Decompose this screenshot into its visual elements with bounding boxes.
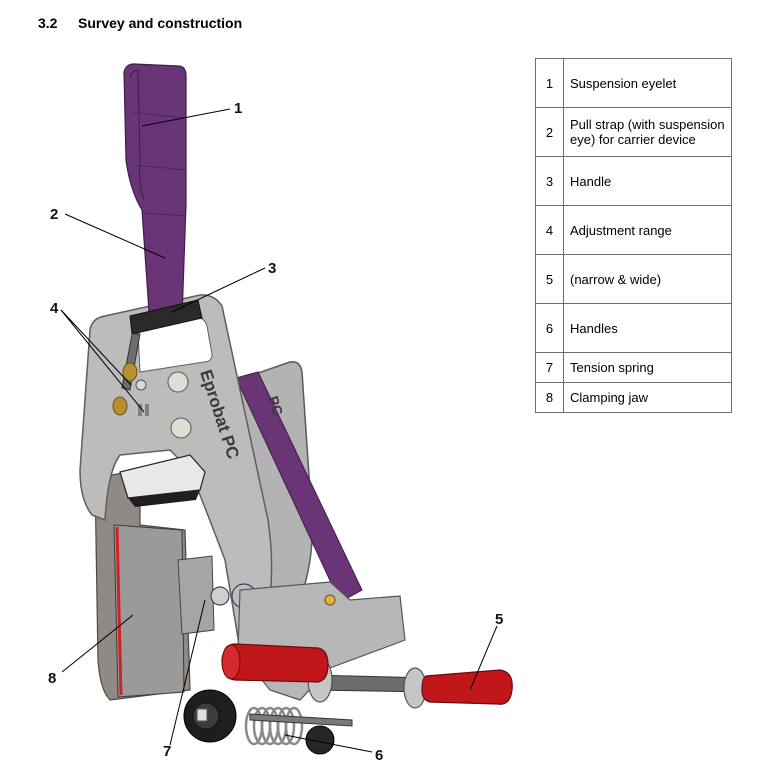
upper-jaw-block	[119, 454, 206, 499]
hex-bolt	[170, 417, 192, 439]
legend-label: Adjustment range	[563, 205, 732, 255]
clamping-jaw-pad	[113, 524, 185, 698]
legend-label: Clamping jaw	[563, 382, 732, 413]
tension-spring	[244, 706, 304, 746]
callout-8: 8	[48, 670, 56, 687]
legend-number: 5	[535, 254, 564, 304]
legend-row: 1 Suspension eyelet	[535, 58, 732, 108]
legend-number: 6	[535, 303, 564, 353]
adjust-pin	[135, 379, 147, 391]
callout-4: 4	[50, 300, 59, 317]
section-title: Survey and construction	[78, 15, 243, 31]
legend-number: 4	[535, 205, 564, 255]
rear-wheel	[305, 725, 335, 755]
legend-row: 8 Clamping jaw	[535, 382, 732, 413]
upper-jaw-shadow	[128, 490, 200, 507]
strap-seam	[141, 212, 187, 217]
legend-table: 1 Suspension eyelet 2 Pull strap (with s…	[535, 58, 732, 413]
rear-plate-engraving: PC	[265, 394, 286, 417]
legend-number: 7	[535, 352, 564, 383]
suspension-eyelet-inner	[129, 69, 145, 201]
section-number: 3.2	[38, 15, 58, 31]
legend-number: 2	[535, 107, 564, 157]
callout-2: 2	[50, 206, 58, 223]
section-heading: 3.2 Survey and construction	[38, 15, 242, 31]
spring-bolt	[210, 586, 230, 606]
callout-3: 3	[268, 260, 276, 277]
pivot-pin	[324, 594, 336, 606]
diagonal-strap	[235, 371, 363, 603]
legend-number: 3	[535, 156, 564, 206]
callout-6: 6	[375, 747, 383, 764]
callout-1: 1	[234, 100, 242, 117]
spring-rod	[249, 713, 353, 727]
pull-strap	[123, 63, 187, 327]
handle-bar	[129, 299, 203, 335]
leader-lines	[60, 108, 498, 753]
red-handle-right	[421, 669, 513, 705]
device-illustration: Eprobat PC PC 1 2 3 4	[48, 63, 513, 764]
legend-row: 6 Handles	[535, 303, 732, 353]
adjust-slot	[138, 404, 142, 416]
legend-number: 1	[535, 58, 564, 108]
legend-label: Tension spring	[563, 352, 732, 383]
legend-row: 2 Pull strap (with suspension eye) for c…	[535, 107, 732, 157]
callout-7: 7	[163, 743, 171, 760]
red-handle-left-cap	[221, 644, 241, 680]
strap-seam	[133, 164, 187, 171]
clamping-jaw-lining	[115, 526, 123, 696]
legend-row: 4 Adjustment range	[535, 205, 732, 255]
adjust-slot	[145, 404, 149, 416]
strap-seam	[131, 111, 185, 119]
legend-label: Handles	[563, 303, 732, 353]
legend-number: 8	[535, 382, 564, 413]
brass-stud	[122, 362, 138, 382]
legend-label: Pull strap (with suspension eye) for car…	[563, 107, 732, 157]
legend-label: (narrow & wide)	[563, 254, 732, 304]
legend-row: 3 Handle	[535, 156, 732, 206]
wheel-bolt	[196, 708, 208, 722]
legend-row: 5 (narrow & wide)	[535, 254, 732, 304]
callout-5: 5	[495, 611, 503, 628]
hex-bolt	[167, 371, 189, 393]
legend-label: Handle	[563, 156, 732, 206]
legend-row: 7 Tension spring	[535, 352, 732, 383]
spring-bracket	[177, 555, 215, 635]
legend-label: Suspension eyelet	[563, 58, 732, 108]
brass-stud	[112, 396, 128, 416]
